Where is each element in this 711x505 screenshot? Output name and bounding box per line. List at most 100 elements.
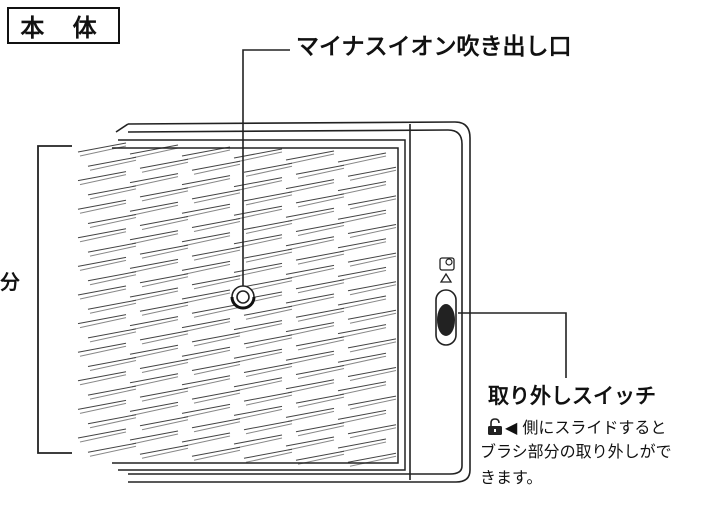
bristle [191,446,241,457]
bristle [77,228,127,239]
bristle [347,252,397,263]
bristle [89,388,137,400]
bristle [339,327,387,339]
bristle [287,410,335,422]
bristle [141,390,189,402]
bristle [77,199,127,210]
bristle [77,171,127,182]
bristle [243,220,293,230]
bristle [243,420,293,431]
bristle [89,360,137,371]
bristle [193,364,241,375]
bristle [129,173,179,184]
bristle [287,182,335,194]
bristle [193,192,241,204]
bristle [77,342,127,353]
bristle [235,408,283,420]
bristle [285,207,335,218]
switch-title: 取り外しスイッチ [488,384,656,408]
bristle [79,202,127,214]
bristle [243,248,293,259]
bristle [295,307,345,318]
bristle [349,312,397,324]
bristle [191,303,241,314]
bristle [77,285,127,296]
bristle [181,232,231,243]
bristle [349,284,397,296]
bristle [297,396,345,408]
bristle [131,376,179,388]
bristle [77,399,127,410]
switch-description-line-2: ブラシ部分の取り外しがで [480,442,672,461]
bristle [337,295,387,306]
bristle [337,238,387,249]
bristle [337,409,387,420]
bristle [337,181,387,192]
switch-desc-text-1: ◀ 側にスライドすると [505,418,667,437]
bristle [337,352,387,363]
bristle [131,233,179,245]
bristle [285,379,335,390]
bristle [89,417,137,429]
bristle [233,234,283,245]
bristle [129,316,179,327]
page-title: 本 体 [7,7,120,44]
bristle [349,169,397,181]
bristle [347,195,397,206]
bristle [295,336,345,347]
bristle [337,438,387,449]
bristle [79,345,127,357]
bristle [129,230,179,241]
bristle [339,355,387,367]
bristle [347,166,397,177]
bristle [89,331,137,343]
bristle [285,179,335,190]
bristle [191,418,241,429]
bristle [77,314,127,325]
bristle [233,320,283,331]
bristle [87,442,137,453]
bristle [337,324,387,335]
switch-leader-line [458,312,567,378]
bristle [339,412,387,424]
bristle [183,149,231,161]
bristle [243,277,293,288]
bristle [129,258,179,269]
bristle [245,337,293,349]
bristle [295,279,345,290]
bristle [141,276,189,288]
bristle [89,302,137,314]
bristle [243,162,293,173]
bristle [131,290,179,302]
bristle [287,353,335,365]
bristle [243,191,293,202]
bristle [245,366,293,377]
bristle [77,142,127,153]
bristle [297,282,345,294]
bristle [131,319,179,331]
release-switch [435,257,457,346]
bristle [87,414,137,425]
bristle [141,190,189,202]
bristle [193,449,241,461]
bristle [183,292,231,304]
bristle [183,235,231,247]
bristle [183,406,231,418]
bristle [233,148,283,159]
bristle [243,363,293,373]
bristle [139,416,189,427]
bristle [89,217,137,228]
bristle [129,373,179,384]
switch-description-line-1: ◀ 側にスライドすると [487,418,666,436]
bristle [245,223,293,234]
bristle [89,245,137,257]
brush-bristles [77,142,397,467]
bristle [141,219,189,230]
bristle [295,193,345,204]
bristle [339,212,387,224]
bristle [181,318,231,329]
bristle [129,401,179,412]
bristle [339,155,387,167]
bristle [139,273,189,284]
